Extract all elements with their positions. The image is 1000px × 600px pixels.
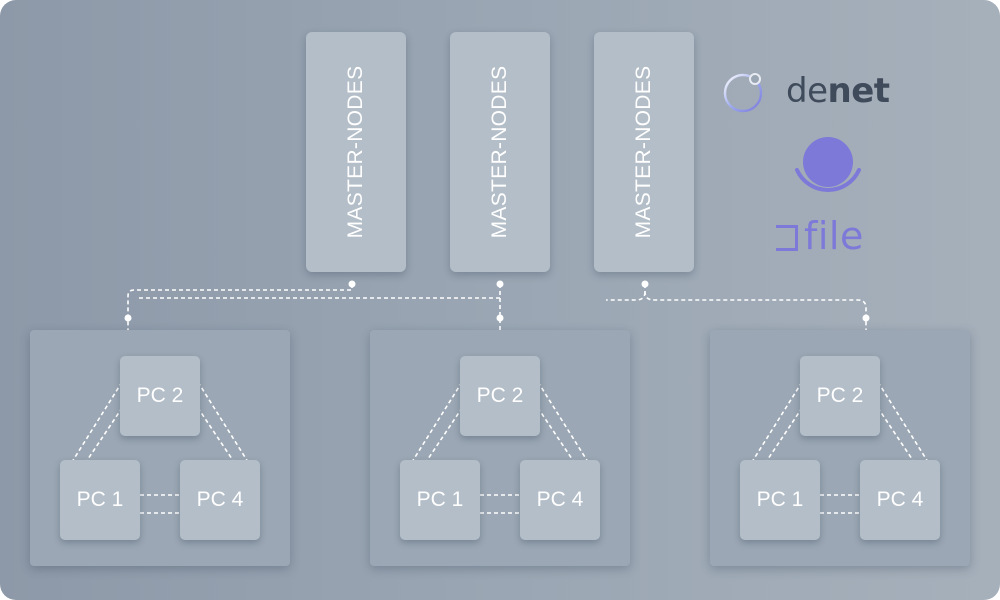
- link-dot: [496, 314, 504, 322]
- cluster-links: [71, 381, 249, 514]
- link-master3-cluster3: [644, 284, 867, 330]
- cluster-links: [411, 381, 589, 514]
- dfile-bracket-icon: [776, 225, 798, 251]
- cluster-links: [751, 381, 929, 514]
- denet-ring-icon: [723, 73, 763, 113]
- master-node-1: MASTER-NODES: [306, 32, 406, 272]
- pc-cluster-1: PC 2 PC 1 PC 4: [30, 330, 290, 566]
- master-node-2: MASTER-NODES: [450, 32, 550, 272]
- master-node-label: MASTER-NODES: [344, 65, 367, 239]
- pc-node: PC 2: [800, 356, 880, 436]
- dfile-orb-icon: [795, 137, 861, 192]
- dfile-wordmark: file: [776, 214, 864, 258]
- pc-node: PC 4: [860, 460, 940, 540]
- link-master1-cluster1: [127, 284, 353, 330]
- master-node-label: MASTER-NODES: [632, 65, 655, 239]
- link-master3-cross: [606, 291, 646, 301]
- denet-wordmark: denet: [786, 71, 890, 111]
- pc-node: PC 1: [60, 460, 140, 540]
- pc-node: PC 2: [120, 356, 200, 436]
- master-node-label: MASTER-NODES: [488, 65, 511, 239]
- link-dot: [496, 280, 504, 288]
- pc-cluster-2: PC 2 PC 1 PC 4: [370, 330, 630, 566]
- pc-node: PC 4: [520, 460, 600, 540]
- pc-node: PC 1: [740, 460, 820, 540]
- master-node-3: MASTER-NODES: [594, 32, 694, 272]
- denet-logo: denet: [722, 68, 890, 114]
- pc-cluster-3: PC 2 PC 1 PC 4: [710, 330, 970, 566]
- link-dot: [862, 314, 870, 322]
- pc-node: PC 4: [180, 460, 260, 540]
- link-dot: [124, 314, 132, 322]
- dfile-logo: file: [776, 132, 896, 262]
- pc-node: PC 1: [400, 460, 480, 540]
- link-dot: [641, 280, 649, 288]
- pc-node: PC 2: [460, 356, 540, 436]
- link-dot: [348, 280, 356, 288]
